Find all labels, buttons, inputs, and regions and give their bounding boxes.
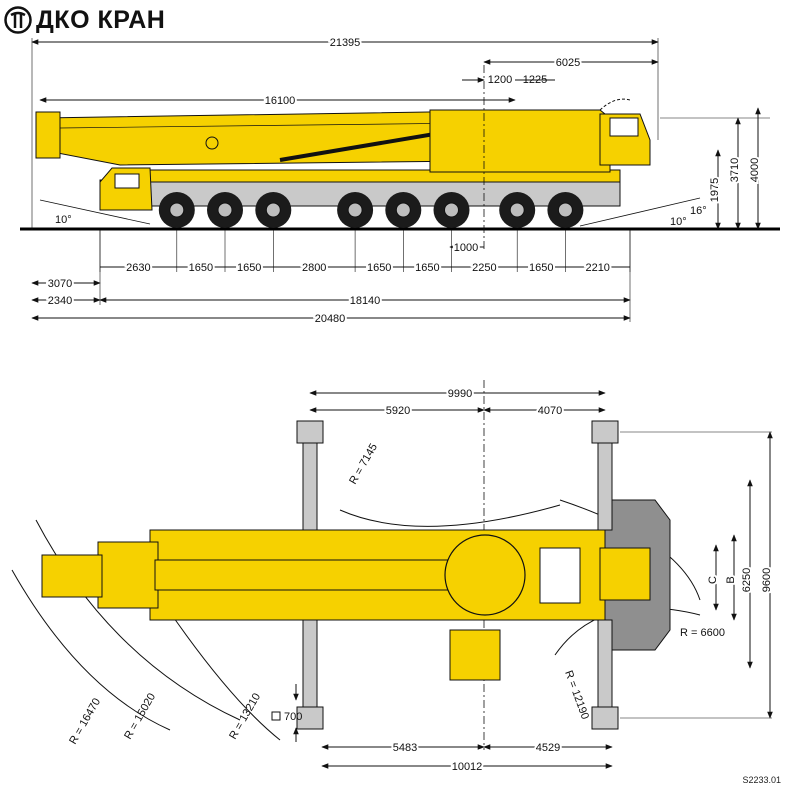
pad-square-icon (271, 711, 281, 721)
dim-5483: 5483 (393, 742, 417, 754)
axle-spacing-dims: 2630 1650 1650 2800 1650 1650 2250 1650 2210 (99, 230, 631, 276)
radius-15020: R = 15020 (122, 691, 158, 741)
dim-overall-length: 21395 (330, 37, 361, 49)
outrigger-beam (302, 431, 318, 531)
radius-7145: R = 7145 (347, 442, 380, 487)
crane-cab-window (609, 117, 639, 137)
axle-spacing-7: 1650 (529, 262, 553, 274)
brand-logo-icon (4, 6, 32, 34)
drawing-code: S2233.01 (742, 775, 781, 785)
dim-height-3710: 3710 (729, 158, 741, 182)
top-view: 9990 5920 4070 R = 7145 R = 16470 R = 15… (11, 380, 775, 775)
angle-front: 10° (55, 214, 72, 226)
outrigger-beam (597, 619, 613, 719)
wheel-hub (395, 202, 411, 218)
brand-header: ДКО КРАН (4, 4, 165, 36)
dim-18140: 18140 (350, 295, 381, 307)
side-view: 21395 6025 1200 1225 16100 3710 4000 197… (20, 35, 780, 327)
front-approach-line (39, 199, 151, 225)
dim-4070: 4070 (538, 405, 562, 417)
dim-1000: 1000 (454, 242, 478, 254)
axle-spacing-4: 1650 (367, 262, 391, 274)
boom-head-top (41, 554, 103, 598)
cab-tilt-arc (599, 98, 631, 111)
axle-spacing-3: 2800 (302, 262, 326, 274)
arc-13210 (164, 604, 281, 741)
dim-c: C (707, 576, 719, 584)
brand-name: ДКО КРАН (36, 5, 166, 34)
outrigger-pad (296, 420, 324, 444)
dim-9990: 9990 (448, 388, 472, 400)
cab-window (114, 173, 140, 189)
winch-block (539, 547, 581, 604)
radius-6600: R = 6600 (680, 627, 725, 639)
outrigger-pad (591, 706, 619, 730)
dim-height-1975: 1975 (709, 178, 721, 202)
dim-height-4000: 4000 (749, 158, 761, 182)
boom-pin (205, 136, 219, 150)
dim-6250: 6250 (741, 568, 753, 592)
dim-5920: 5920 (386, 405, 410, 417)
dim-6025: 6025 (556, 57, 580, 69)
wheel-hub (347, 202, 363, 218)
wheel-hub (557, 202, 573, 218)
wheel-hub (509, 202, 525, 218)
outrigger-beam (302, 619, 318, 719)
dim-1200: 1200 (488, 74, 512, 86)
axle-spacing-0: 2630 (126, 262, 150, 274)
axle-spacing-6: 2250 (472, 262, 496, 274)
dim-10012: 10012 (452, 761, 483, 773)
axle-spacing-5: 1650 (415, 262, 439, 274)
outrigger-pad (591, 420, 619, 444)
angle-rear-16: 16° (690, 205, 707, 217)
outrigger-beam (597, 431, 613, 531)
wheel-hub (444, 202, 459, 218)
dim-9600: 9600 (761, 568, 773, 592)
boom-head (35, 111, 61, 159)
wheel-hub (169, 202, 185, 218)
outrigger-set (296, 420, 619, 730)
axle-spacing-1: 1650 (189, 262, 213, 274)
rear-departure-line (579, 197, 701, 227)
boom-top (154, 559, 456, 591)
cab-top (97, 541, 159, 609)
operator-cab-top (449, 629, 501, 681)
wheel-set (158, 192, 584, 228)
slewing-ring (444, 534, 526, 616)
axle-spacing-8: 2210 (585, 262, 609, 274)
dim-3070: 3070 (48, 278, 72, 290)
dim-4529: 4529 (536, 742, 560, 754)
arc-15020 (11, 569, 171, 731)
arc-7145 (339, 504, 561, 527)
dim-pad-700: 700 (284, 711, 302, 723)
radius-16470: R = 16470 (67, 696, 103, 746)
wheel-hub (265, 202, 281, 218)
dim-boom-length: 16100 (265, 95, 296, 107)
dim-1225: 1225 (523, 74, 547, 86)
dim-20480: 20480 (315, 313, 346, 325)
superstructure (429, 109, 611, 173)
dim-b: B (725, 576, 737, 583)
outrigger-pad (296, 706, 324, 730)
crane-cab-top (599, 547, 651, 601)
angle-rear-10: 10° (670, 216, 687, 228)
dim-2340: 2340 (48, 295, 72, 307)
wheel-hub (217, 202, 233, 218)
radius-12190: R = 12190 (562, 669, 591, 721)
axle-spacing-2: 1650 (237, 262, 261, 274)
